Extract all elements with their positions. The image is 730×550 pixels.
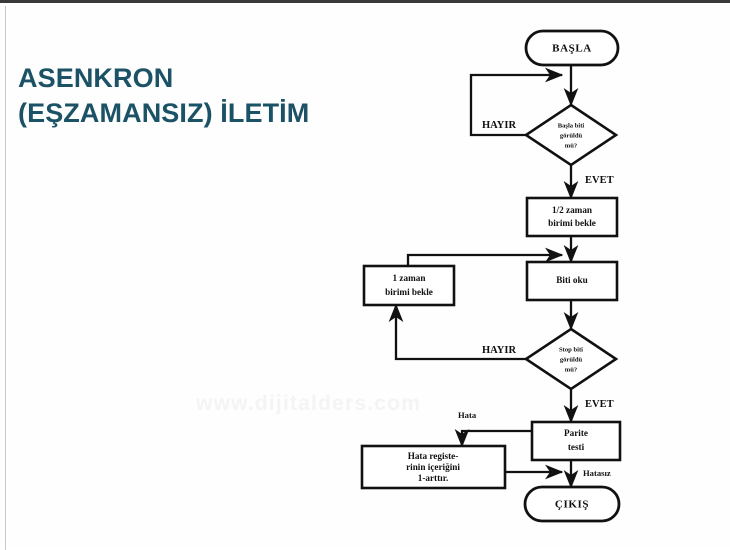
node-error-register-line3: 1-arttır.	[418, 473, 449, 483]
slide-left-rule	[5, 6, 6, 550]
node-wait-half: 1/2 zaman birimi bekle	[525, 196, 619, 238]
edge-label-stop-bit-no: HAYIR	[482, 345, 516, 356]
node-parity-test-line1: Parite	[564, 428, 588, 438]
node-decision-stop-bit-line3: mü?	[565, 367, 577, 374]
node-decision-start-bit-line3: mü?	[565, 143, 577, 150]
node-wait-one-line2: birimi bekle	[385, 287, 433, 297]
node-decision-stop-bit: Stop biti görüldü mü?	[523, 327, 619, 391]
node-read-bit-label: Biti oku	[556, 275, 587, 285]
flowchart-diagram: BAŞLA Başla biti görüldü mü? HAYIR EVET …	[340, 13, 660, 533]
node-wait-one: 1 zaman birimi bekle	[362, 264, 456, 307]
watermark-text: www.dijitalders.com	[196, 392, 422, 415]
node-decision-start-bit: Başla biti görüldü mü?	[523, 103, 619, 167]
edge-label-parity-ok: Hatasız	[583, 468, 611, 478]
node-parity-test-line2: testi	[568, 442, 585, 452]
edge-decision2-no-loop	[388, 303, 536, 361]
edge-label-stop-bit-yes: EVET	[585, 399, 614, 410]
node-wait-one-line1: 1 zaman	[393, 273, 426, 283]
node-decision-stop-bit-line2: görüldü	[560, 357, 583, 364]
page-title: ASENKRON (EŞZAMANSIZ) İLETİM	[18, 63, 310, 128]
node-decision-start-bit-line1: Başla biti	[558, 123, 585, 130]
edge-label-start-bit-no: HAYIR	[482, 120, 516, 131]
edge-waitone-to-readbit-feed	[406, 247, 564, 266]
node-wait-half-line1: 1/2 zaman	[552, 205, 592, 215]
node-error-register-line2: rinin içeriğini	[406, 462, 460, 472]
node-start: BAŞLA	[524, 29, 620, 67]
edge-parity-error	[454, 428, 532, 448]
node-decision-start-bit-line2: görüldü	[560, 133, 583, 140]
node-wait-half-line2: birimi bekle	[548, 218, 596, 228]
node-error-register-line1: Hata registe-	[408, 451, 459, 461]
node-start-label: BAŞLA	[552, 43, 592, 55]
node-decision-stop-bit-line1: Stop biti	[559, 347, 583, 354]
node-read-bit: Biti oku	[525, 260, 619, 302]
edge-decision1-no-loop	[469, 67, 564, 137]
node-exit-label: ÇIKIŞ	[555, 499, 589, 511]
node-parity-test: Parite testi	[530, 420, 622, 462]
edge-label-parity-error: Hata	[458, 410, 477, 420]
node-exit: ÇIKIŞ	[523, 485, 621, 523]
edge-label-start-bit-yes: EVET	[585, 175, 614, 186]
node-error-register: Hata registe- rinin içeriğini 1-arttır.	[360, 444, 507, 490]
